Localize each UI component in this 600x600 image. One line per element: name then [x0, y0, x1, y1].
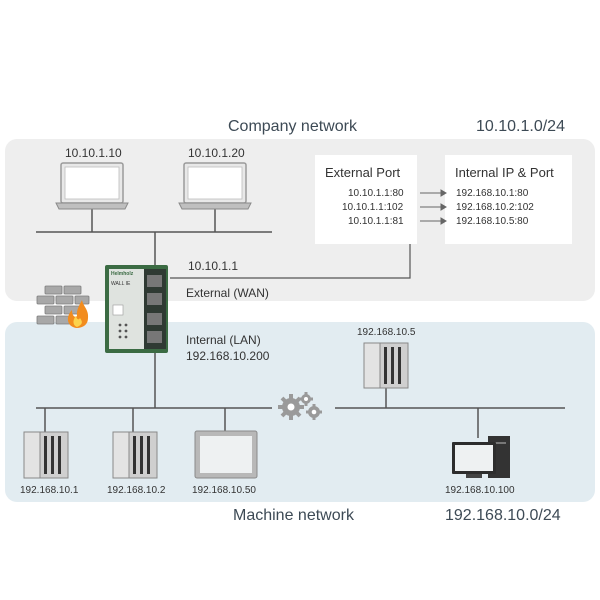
- device-ip: 192.168.10.100: [445, 485, 515, 496]
- machine-subnet: 192.168.10.0/24: [445, 507, 561, 524]
- device-ip: 192.168.10.5: [357, 327, 416, 338]
- nat-external-box: [315, 155, 417, 244]
- nat-external-header: External Port: [325, 165, 401, 180]
- router-model: WALL IE: [111, 281, 131, 287]
- device-ip: 192.168.10.1: [20, 485, 79, 496]
- nat-row-external: 10.10.1.1:81: [348, 216, 404, 227]
- nat-row-external: 10.10.1.1:102: [342, 202, 404, 213]
- nat-internal-box: [445, 155, 572, 244]
- laptop-2-ip: 10.10.1.20: [188, 146, 245, 160]
- nat-internal-header: Internal IP & Port: [455, 165, 554, 180]
- company-network-title: Company network: [228, 118, 357, 135]
- nat-row-internal: 192.168.10.2:102: [456, 202, 534, 213]
- router-wan-ip: 10.10.1.1: [188, 259, 239, 273]
- nat-row-internal: 192.168.10.1:80: [456, 188, 529, 199]
- nat-row-internal: 192.168.10.5:80: [456, 216, 529, 227]
- device-ip: 192.168.10.50: [192, 485, 256, 496]
- nat-row-external: 10.10.1.1:80: [348, 188, 404, 199]
- router-brand: Helmholz: [111, 271, 134, 277]
- router-lan-ip: 192.168.10.200: [186, 349, 270, 363]
- machine-network-title: Machine network: [233, 507, 354, 524]
- lan-label: Internal (LAN): [186, 333, 261, 347]
- device-ip: 192.168.10.2: [107, 485, 166, 496]
- wan-label: External (WAN): [186, 286, 269, 300]
- company-subnet: 10.10.1.0/24: [476, 118, 565, 135]
- laptop-1-ip: 10.10.1.10: [65, 146, 122, 160]
